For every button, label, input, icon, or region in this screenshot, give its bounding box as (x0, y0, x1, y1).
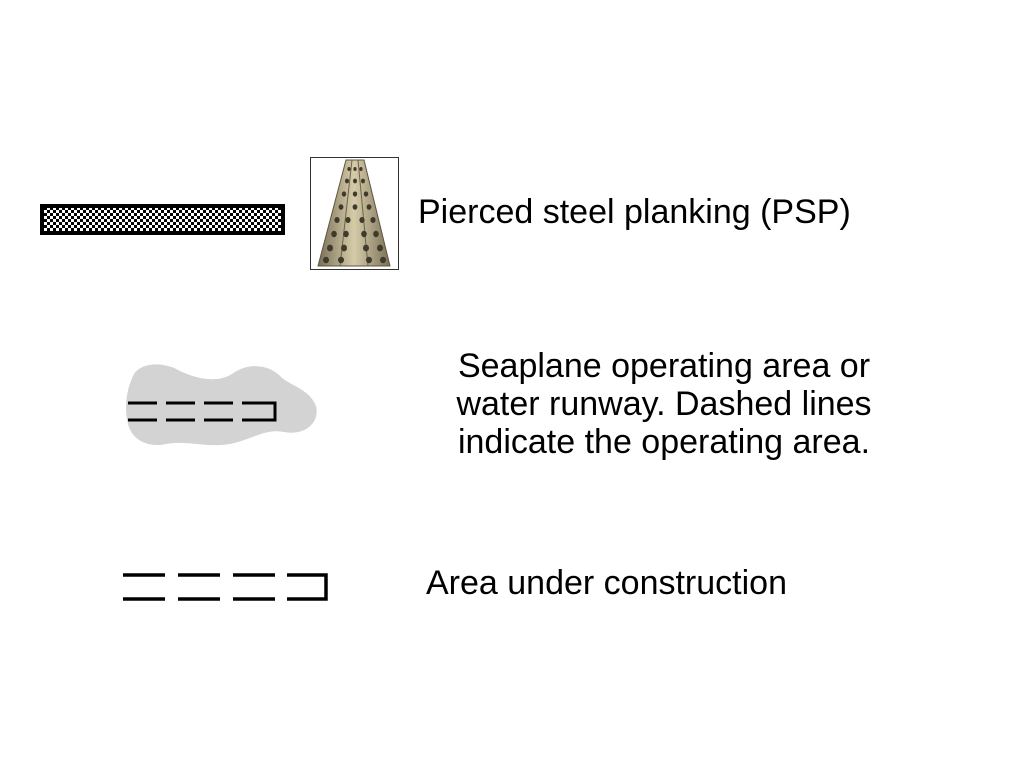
construction-legend-line: Area under construction (426, 564, 787, 602)
construction-area-symbol (123, 573, 328, 601)
seaplane-legend-line-1: Seaplane operating area or (457, 347, 871, 385)
seaplane-legend-line-3: indicate the operating area. (457, 423, 871, 461)
psp-runway-symbol (40, 204, 285, 235)
construction-legend-text: Area under construction (426, 564, 787, 602)
seaplane-legend-text: Seaplane operating area or water runway.… (416, 347, 912, 461)
psp-planking-photo (310, 157, 399, 270)
seaplane-legend-line-2: water runway. Dashed lines (456, 385, 872, 423)
seaplane-area-symbol (126, 364, 317, 446)
psp-legend-text: Pierced steel planking (PSP) (418, 193, 851, 231)
psp-legend-line: Pierced steel planking (PSP) (418, 193, 851, 231)
